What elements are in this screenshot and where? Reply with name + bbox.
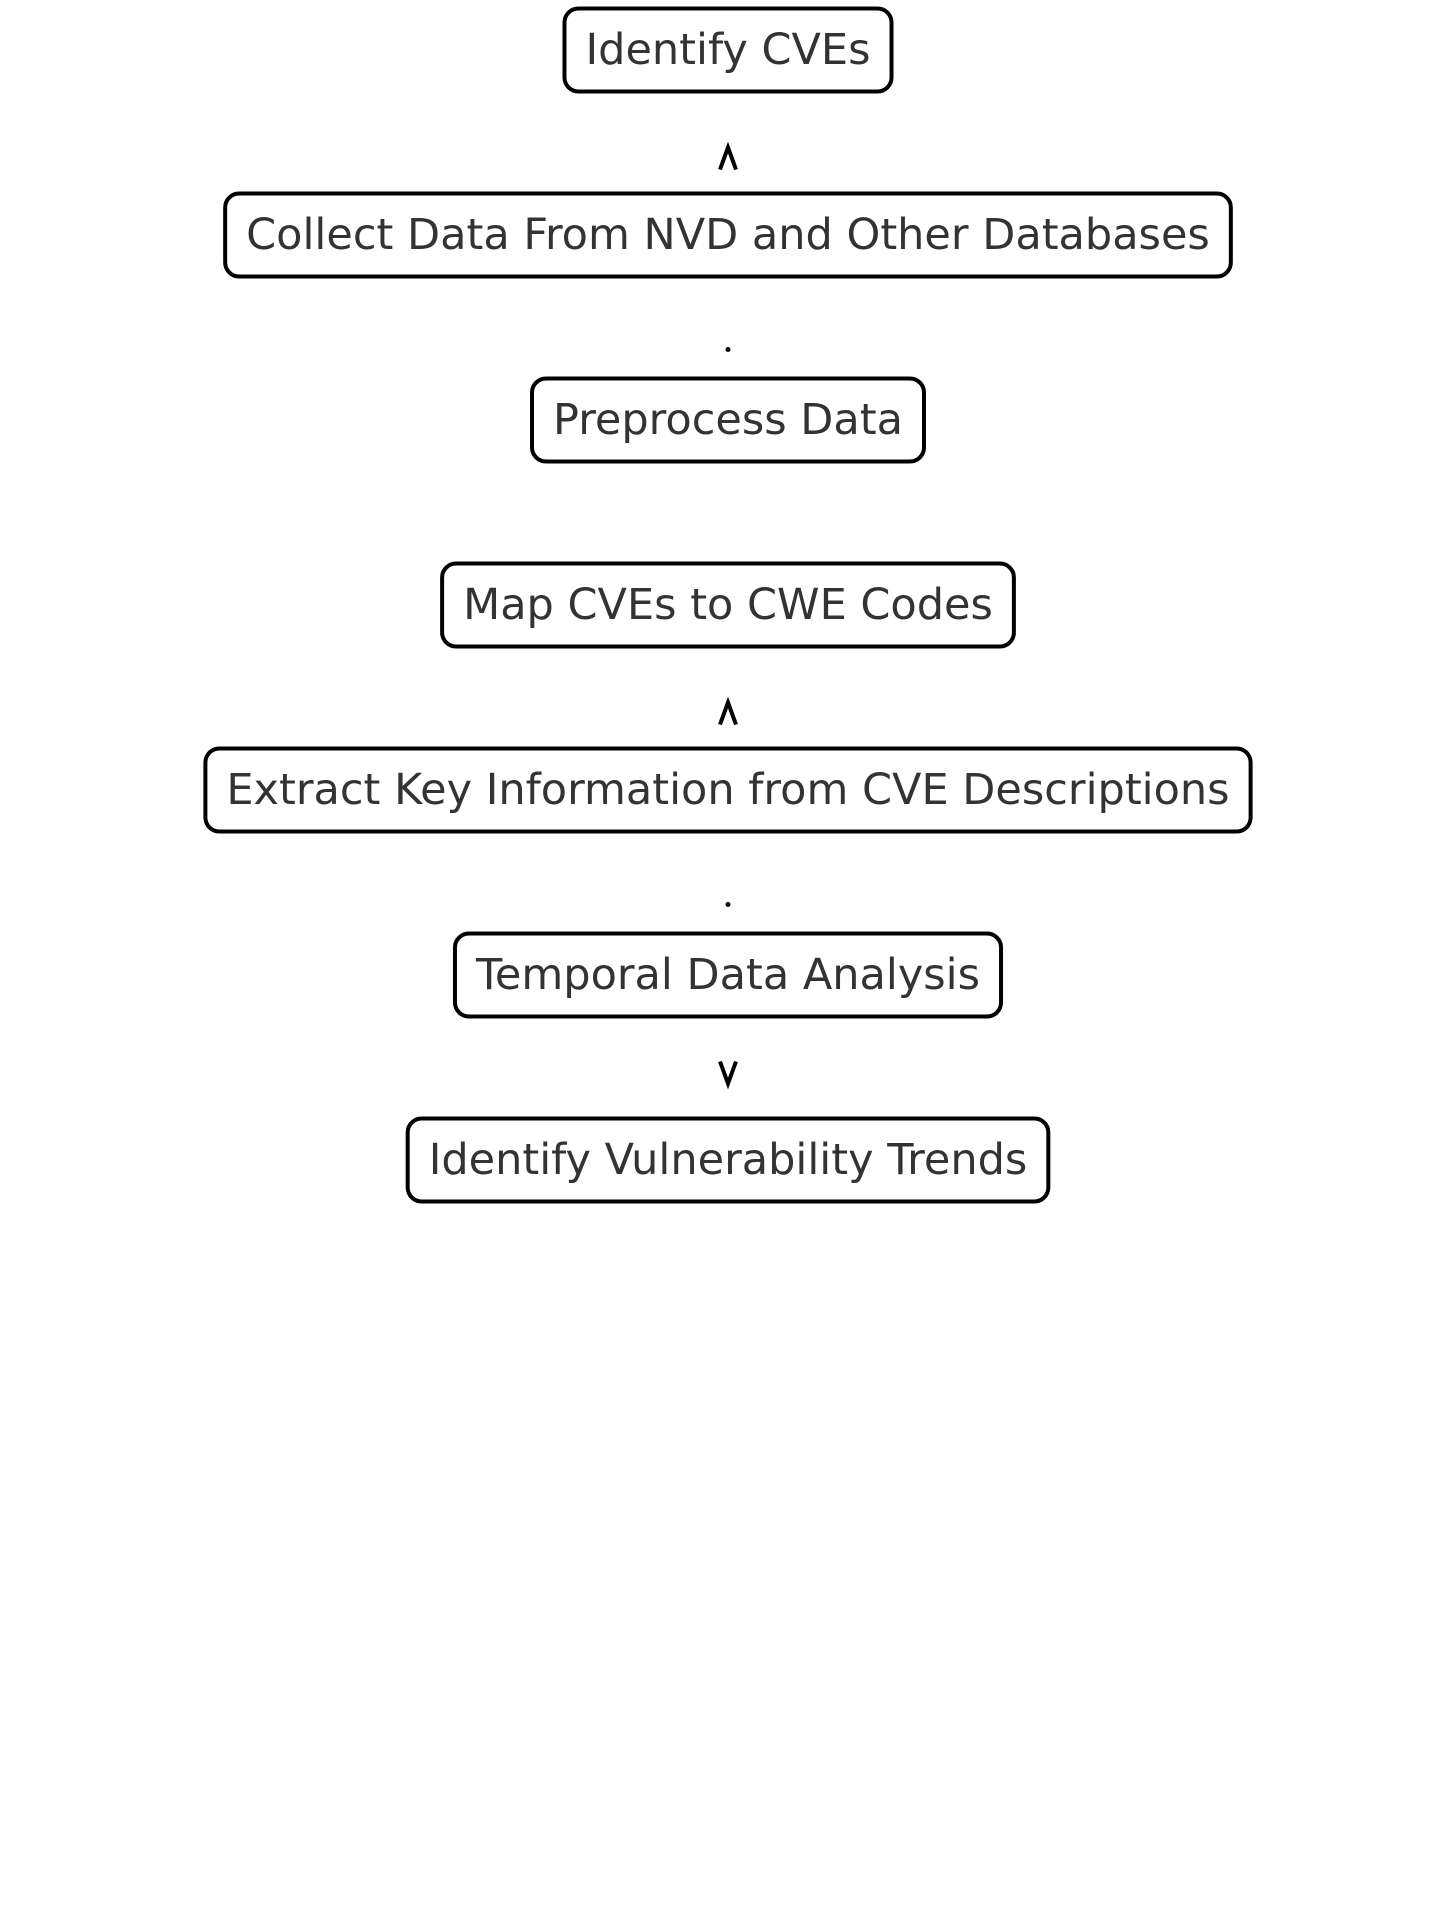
- arrow-down-icon: [718, 1060, 738, 1090]
- flow-node-box: [223, 191, 1233, 279]
- flow-node-label: Temporal Data Analysis: [475, 950, 980, 1000]
- flow-node-label: Identify CVEs: [585, 25, 870, 75]
- flow-node-temporal-analysis: Temporal Data Analysis: [452, 931, 1004, 1019]
- arrow-up-icon: [718, 141, 738, 171]
- flow-node-box: [440, 561, 1016, 649]
- flow-node-extract-key-info: Extract Key Information from CVE Descrip…: [203, 746, 1253, 834]
- flow-node-box: [203, 746, 1253, 834]
- flow-node-map-cves: Map CVEs to CWE Codes: [440, 561, 1016, 649]
- flow-node-label: Map CVEs to CWE Codes: [463, 580, 993, 630]
- flow-node-label: Identify Vulnerability Trends: [429, 1135, 1028, 1185]
- flow-node-box: [452, 931, 1004, 1019]
- flow-node-box: [562, 6, 894, 94]
- connector-dot-icon: [725, 902, 731, 907]
- flow-node-preprocess-data: Preprocess Data: [530, 376, 926, 464]
- flow-node-label: Preprocess Data: [553, 395, 903, 445]
- arrow-up-icon: [718, 696, 738, 726]
- flowchart-connectors: [718, 141, 738, 1090]
- connector-dot-icon: [725, 347, 731, 352]
- flow-node-label: Extract Key Information from CVE Descrip…: [226, 765, 1229, 815]
- flow-node-label: Collect Data From NVD and Other Database…: [246, 210, 1210, 260]
- flow-node-identify-trends: Identify Vulnerability Trends: [405, 1116, 1051, 1204]
- flow-node-box: [405, 1116, 1051, 1204]
- flow-node-collect-data: Collect Data From NVD and Other Database…: [223, 191, 1233, 279]
- flow-node-identify-cves: Identify CVEs: [562, 6, 894, 94]
- flow-node-box: [530, 376, 926, 464]
